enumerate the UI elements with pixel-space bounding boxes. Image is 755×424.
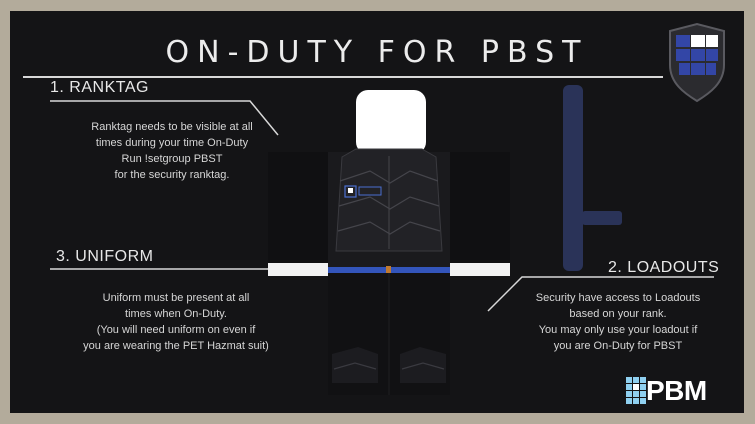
ranktag-leader xyxy=(50,100,279,136)
figure-right-arm xyxy=(450,152,510,276)
uniform-description: Uniform must be present at all times whe… xyxy=(66,290,286,354)
uniform-heading: 3. UNIFORM xyxy=(56,248,154,265)
uniform-figure xyxy=(268,90,510,395)
page-title: ON-DUTY FOR PBST xyxy=(165,35,589,70)
loadouts-line: based on your rank. xyxy=(569,308,667,320)
graphic-frame: ON-DUTY FOR PBST 1. RANKTAG Ranktag need… xyxy=(10,11,744,413)
ranktag-line: for the security ranktag. xyxy=(114,169,230,181)
loadouts-line: Security have access to Loadouts xyxy=(535,292,701,304)
figure-left-arm xyxy=(268,152,328,276)
ranktag-line: Run !setgroup PBST xyxy=(121,153,223,165)
pbm-logo-text: PBM xyxy=(646,375,707,406)
loadouts-line: you are On-Duty for PBST xyxy=(553,340,683,352)
uniform-line: times when On-Duty. xyxy=(125,308,227,320)
ranktag-description: Ranktag needs to be visible at all times… xyxy=(62,119,282,183)
uniform-line: Uniform must be present at all xyxy=(102,292,250,304)
loadouts-heading: 2. LOADOUTS xyxy=(608,259,720,276)
pbst-shield-icon xyxy=(669,22,725,103)
title-underline xyxy=(23,76,663,78)
ranktag-line: Ranktag needs to be visible at all xyxy=(91,121,253,133)
ranktag-heading: 1. RANKTAG xyxy=(50,79,149,96)
loadouts-line: You may only use your loadout if xyxy=(538,324,698,336)
figure-left-glove xyxy=(268,263,328,276)
figure-head xyxy=(356,90,426,154)
figure-badge xyxy=(344,185,357,198)
uniform-line: (You will need uniform on even if xyxy=(96,324,256,336)
loadouts-leader xyxy=(487,276,714,312)
uniform-line: you are wearing the PET Hazmat suit) xyxy=(83,340,269,352)
figure-right-glove xyxy=(450,263,510,276)
ranktag-line: times during your time On-Duty xyxy=(95,137,249,149)
baton-icon xyxy=(563,85,622,271)
figure-name-tag xyxy=(358,186,382,196)
pbm-cube-icon xyxy=(626,377,646,404)
loadouts-description: Security have access to Loadouts based o… xyxy=(508,290,728,354)
